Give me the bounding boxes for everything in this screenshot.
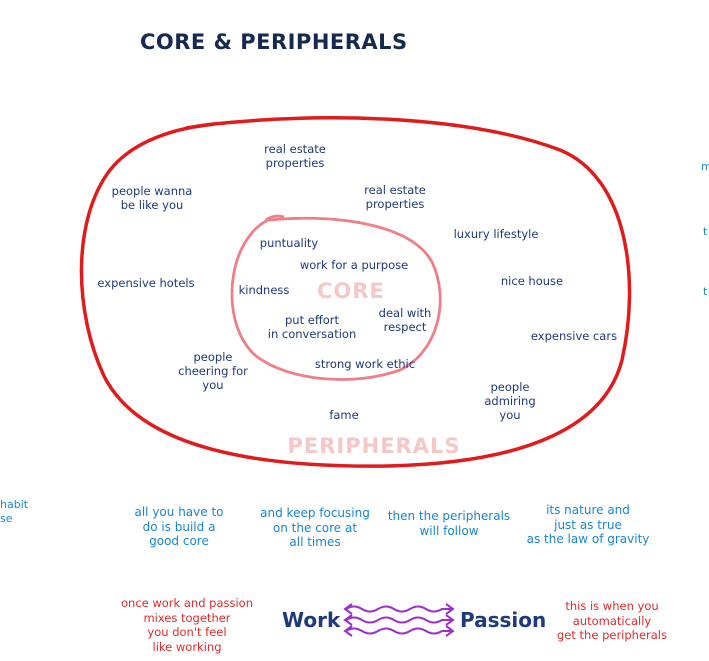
peripheral-luxury-lifestyle: luxury lifestyle [453,227,539,241]
note-se-fragment: se [0,512,13,525]
arrowhead-bottom-left [343,625,353,637]
core-item-work-purpose: work for a purpose [299,258,409,272]
arrowhead-top-left [343,603,353,615]
core-item-punctuality: puntuality [259,236,319,250]
core-label: CORE [317,279,385,303]
arrow-middle [345,616,452,624]
note-keep-focusing: and keep focusing on the core at all tim… [260,506,370,549]
arrow-top [345,605,452,613]
core-item-strong-work-ethic: strong work ethic [314,357,416,371]
edge-fragment-1: m [701,160,709,173]
core-item-kindness: kindness [238,283,290,297]
peripheral-expensive-hotels: expensive hotels [97,276,195,290]
peripheral-people-cheering: people cheering for you [178,350,248,392]
peripheral-expensive-cars: expensive cars [530,329,618,343]
core-item-put-effort: put effort in conversation [267,313,357,341]
note-work-passion: once work and passion mixes together you… [120,596,254,654]
peripheral-fame: fame [329,408,359,422]
passion-label: Passion [460,608,547,632]
arrowhead-top-right [445,603,455,615]
core-ring-tail [265,214,285,222]
page-title: CORE & PERIPHERALS [140,30,408,54]
core-ring [230,216,442,381]
note-law-of-gravity: its nature and just as true as the law o… [526,503,650,546]
note-automatic-peripherals: this is when you automatically get the p… [557,599,667,642]
arrowhead-middle-right [445,614,455,626]
note-peripherals-follow: then the peripherals will follow [387,509,511,538]
peripherals-ring [79,116,632,468]
peripheral-real-estate-2: real estate properties [364,183,426,211]
peripherals-label: PERIPHERALS [287,434,461,458]
edge-fragment-2: t [703,225,708,238]
arrowhead-middle-left [343,614,353,626]
note-habit-fragment: habit [0,498,29,511]
peripherals-ring-stroke-start [185,122,215,130]
arrow-bottom [345,627,452,635]
work-label: Work [282,608,341,632]
peripheral-people-wanna: people wanna be like you [111,184,193,212]
note-build-core: all you have to do is build a good core [134,505,224,548]
edge-fragment-3: t [703,285,708,298]
work-passion-arrows [343,603,455,637]
core-item-deal-respect: deal with respect [378,306,432,334]
peripheral-people-admiring: people admiring you [484,380,536,422]
peripheral-nice-house: nice house [500,274,564,288]
peripheral-real-estate-1: real estate properties [264,142,326,170]
arrowhead-bottom-right [445,625,455,637]
